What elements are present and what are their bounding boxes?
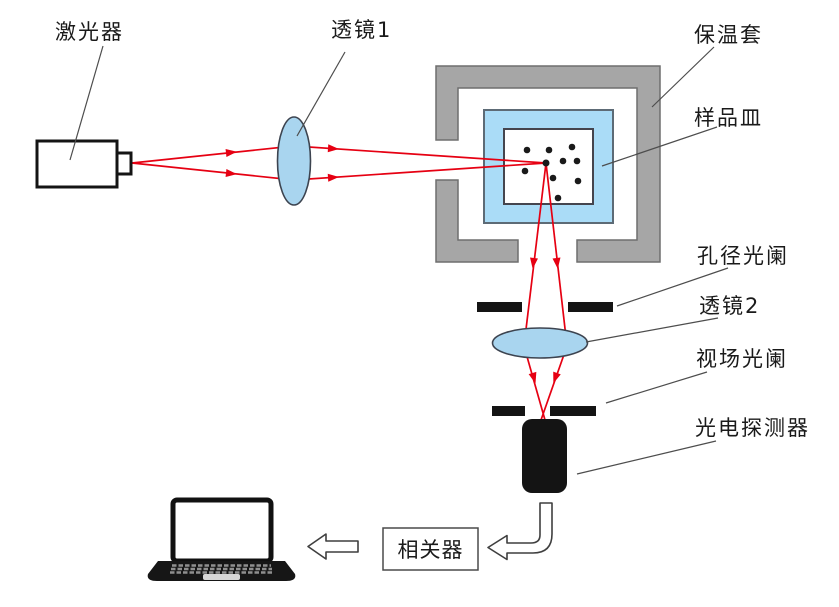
signal-arrow-correlator-to-computer xyxy=(307,533,359,560)
label-lens1: 透镜1 xyxy=(331,18,393,42)
leader-lines xyxy=(69,45,729,475)
label-lens2: 透镜2 xyxy=(699,294,761,318)
laptop-trackpad xyxy=(203,574,240,580)
beam-arrowhead xyxy=(225,169,237,177)
sample-cell-inner xyxy=(503,128,594,205)
label-aperture: 孔径光阑 xyxy=(697,244,789,268)
laser-beam-paths xyxy=(131,144,568,421)
insulation-jacket-shape xyxy=(435,65,661,263)
label-dish: 样品皿 xyxy=(694,106,763,130)
signal-arrow-detector-to-correlator xyxy=(487,502,553,561)
jacket-main-arm xyxy=(435,65,661,263)
correlator-box xyxy=(382,527,479,571)
beam-arrowhead xyxy=(528,371,537,384)
beam-arrowhead xyxy=(530,257,538,269)
sample-particles xyxy=(521,143,582,202)
beam-arrowhead xyxy=(225,149,237,157)
beam-arrowhead xyxy=(327,144,339,153)
jacket-lower-left-arm xyxy=(435,179,519,263)
label-field-stop: 视场光阑 xyxy=(696,347,788,371)
lens1-shape xyxy=(276,116,312,206)
field-diaphragm-shape xyxy=(492,406,596,416)
laptop-screen xyxy=(170,497,274,564)
photodetector-shape xyxy=(522,419,567,493)
aperture-diaphragm-shape xyxy=(477,302,613,312)
laser-device xyxy=(35,139,133,189)
beam-arrowhead xyxy=(327,173,339,182)
label-detector: 光电探测器 xyxy=(695,416,810,440)
beam-arrowhead xyxy=(552,257,561,269)
laptop-keyboard xyxy=(170,564,273,574)
scattering-focus-particle xyxy=(542,159,550,167)
beam-arrowhead xyxy=(553,371,561,384)
correlator-label: 相关器 xyxy=(397,538,464,562)
label-jacket: 保温套 xyxy=(694,23,763,47)
label-laser: 激光器 xyxy=(55,20,124,44)
laptop-computer xyxy=(147,497,296,581)
lens2-shape xyxy=(491,327,589,359)
